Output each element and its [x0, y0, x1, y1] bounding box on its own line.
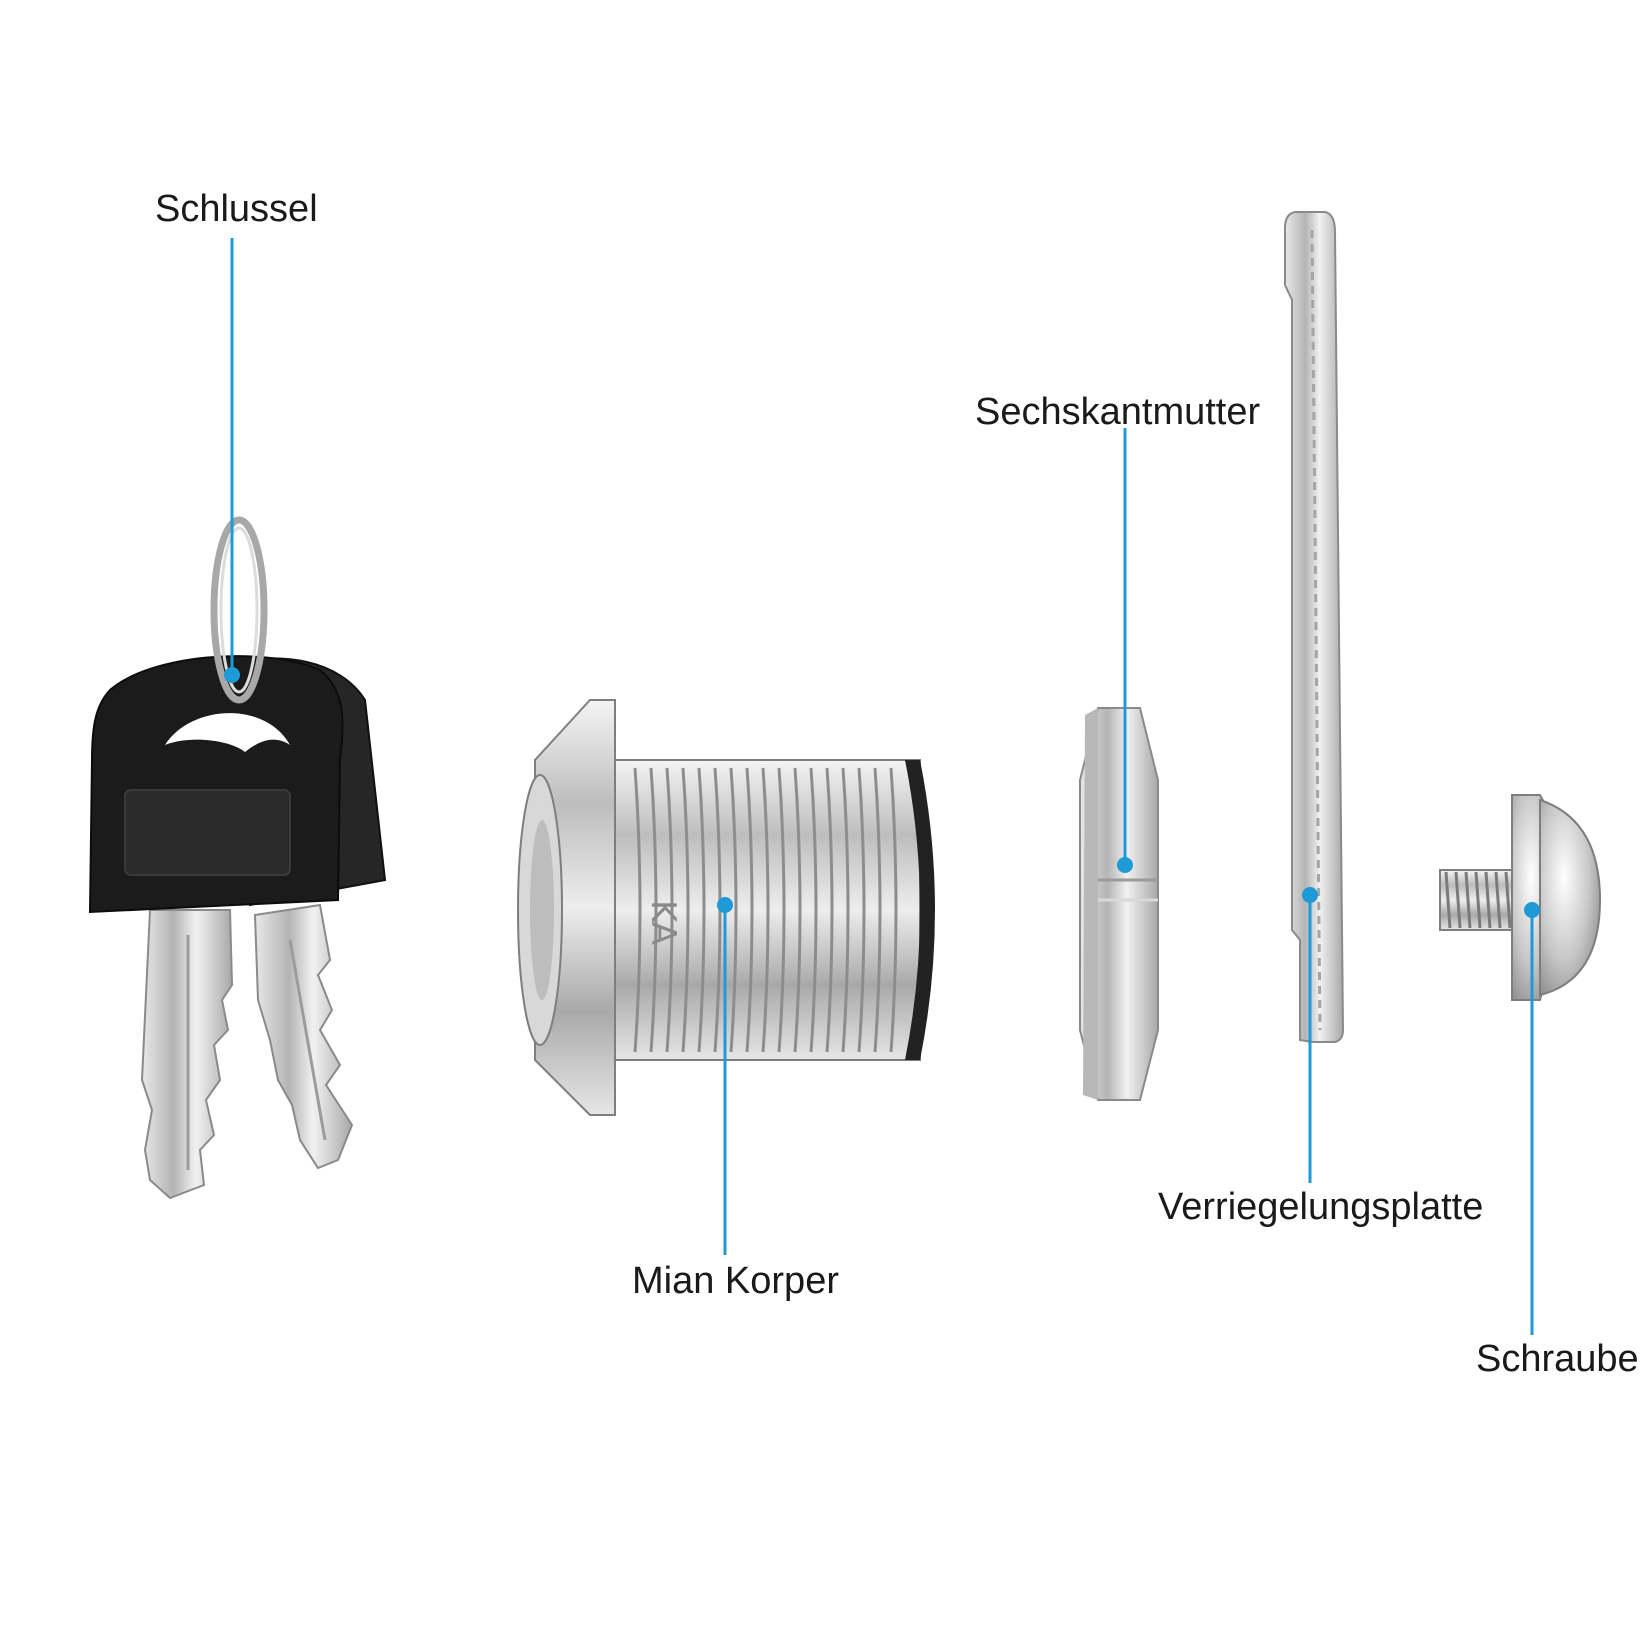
screw-threads — [1444, 871, 1512, 929]
label-mian-korper: Mian Korper — [632, 1260, 839, 1302]
key-blade-left — [140, 909, 234, 1200]
key-head-label-panel — [124, 789, 291, 876]
label-schraube: Schraube — [1476, 1338, 1639, 1380]
hex-nut — [1079, 707, 1159, 1101]
leader-sechskantmutter — [1117, 428, 1133, 873]
leader-schlussel — [224, 238, 240, 683]
leader-schraube — [1524, 902, 1540, 1335]
main-body-threads — [633, 767, 898, 1053]
leader-mian-korper — [717, 897, 733, 1255]
main-body-rear-edge — [905, 760, 935, 1060]
main-body-stamp: KA — [643, 900, 683, 945]
leader-verriegelungsplatte — [1302, 887, 1318, 1183]
label-schlussel: Schlussel — [155, 188, 318, 230]
main-body-cylinder: KA — [517, 699, 935, 1116]
main-body-keyhole-face — [530, 820, 554, 1000]
label-verriegelungsplatte: Verriegelungsplatte — [1158, 1186, 1484, 1228]
key-head-slot — [165, 713, 290, 752]
leader-lines — [224, 238, 1540, 1335]
screw — [1439, 794, 1602, 1001]
key-blade-right — [253, 903, 354, 1170]
locking-plate — [1284, 211, 1345, 1043]
keys-with-ring — [88, 516, 387, 1200]
key-ring-inner — [219, 526, 259, 694]
key-ring — [210, 516, 268, 704]
label-sechskantmutter: Sechskantmutter — [975, 391, 1261, 433]
